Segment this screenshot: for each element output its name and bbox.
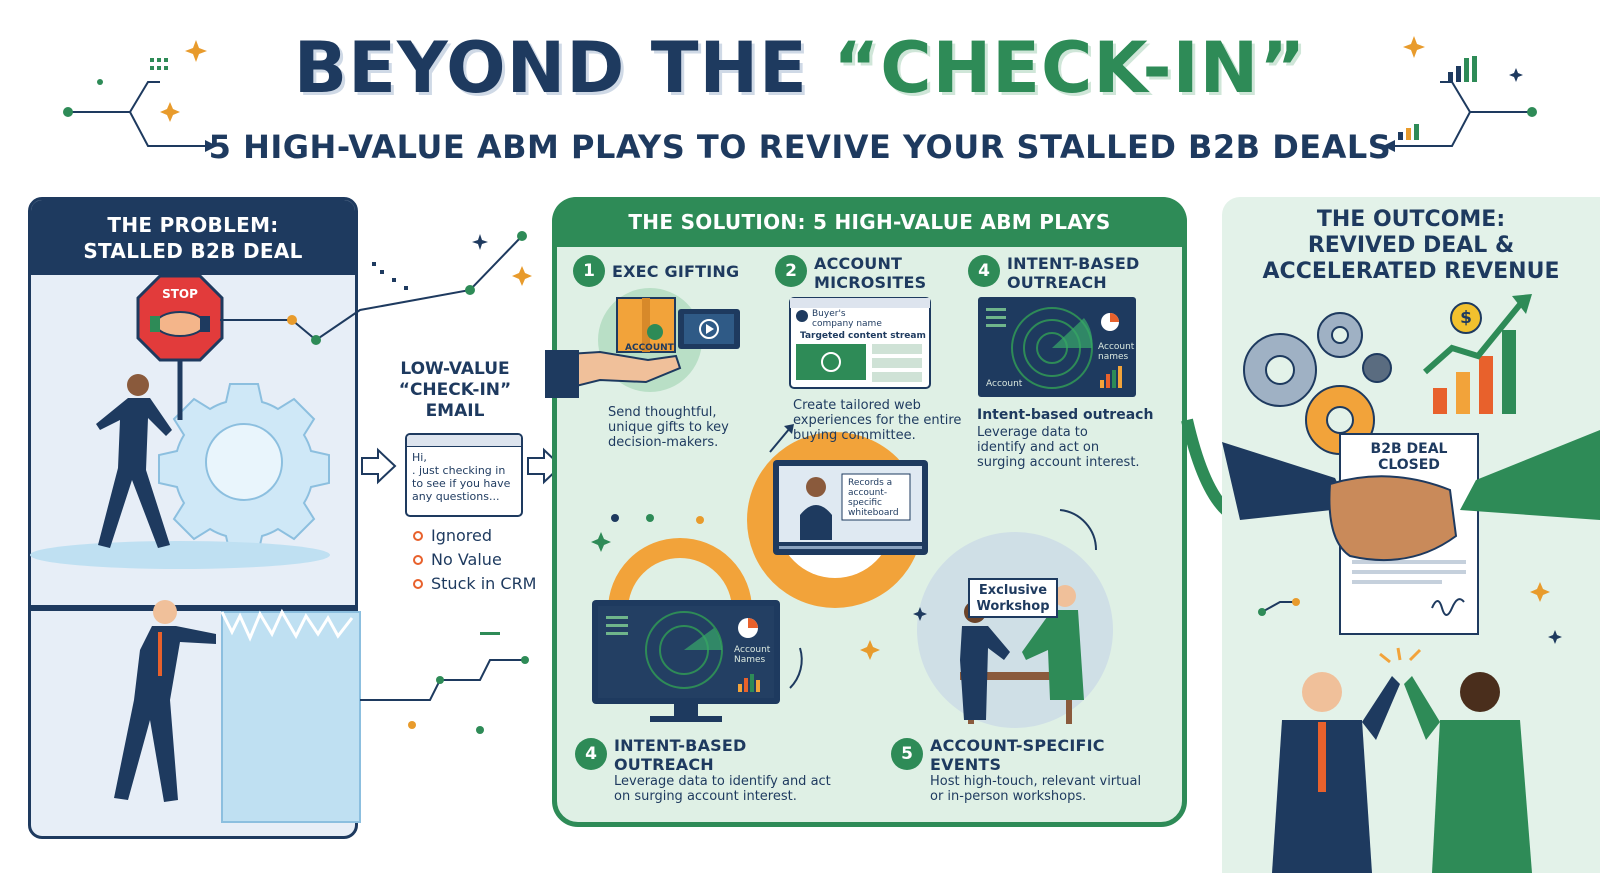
play-4-top-title-line1: INTENT-BASED	[1007, 254, 1140, 273]
bullet-icon	[413, 579, 423, 589]
email-window: Hi, . just checking in to see if you hav…	[405, 433, 523, 517]
play-4-bottom-desc-line1: Leverage data to identify and act	[614, 774, 831, 789]
email-heading-line1: LOW-VALUE	[400, 359, 510, 379]
play-4-top-desc-line1: Leverage data to	[977, 425, 1088, 440]
email-heading: LOW-VALUE “CHECK-IN” EMAIL	[380, 359, 530, 422]
email-results-list: Ignored No Value Stuck in CRM	[413, 526, 543, 598]
play-1-title: EXEC GIFTING	[612, 262, 740, 281]
radar-names-line2: names	[1098, 352, 1129, 362]
radar-names-line1: Account	[1098, 342, 1135, 352]
microsite-company-line2: company name	[812, 319, 882, 329]
outcome-header: THE OUTCOME: REVIVED DEAL & ACCELERATED …	[1222, 207, 1600, 285]
play-4-bottom-description: Leverage data to identify and act on sur…	[614, 774, 854, 804]
outcome-title-line2: REVIVED DEAL &	[1307, 233, 1515, 258]
play-2-title-line1: ACCOUNT	[814, 254, 903, 273]
play-2-desc-line3: buying committee.	[793, 428, 916, 443]
problem-divider	[31, 605, 355, 611]
bullet-icon	[413, 555, 423, 565]
monitor-names-line1: Account	[734, 645, 771, 655]
list-item: Stuck in CRM	[413, 574, 543, 594]
list-item: Ignored	[413, 526, 543, 546]
play-4-top-number: 4	[968, 255, 1000, 287]
play-4-top-title: INTENT-BASED OUTREACH	[1007, 254, 1140, 292]
gift-box-label: ACCOUNT	[625, 343, 674, 353]
radar-account-names-label: Account names	[1098, 342, 1134, 362]
play-5-title-line1: ACCOUNT-SPECIFIC	[930, 736, 1105, 755]
outcome-title-line1: THE OUTCOME:	[1316, 207, 1506, 232]
problem-header: THE PROBLEM: STALLED B2B DEAL	[31, 200, 355, 275]
page-title: BEYOND THE “CHECK-IN”	[0, 28, 1600, 108]
play-1-desc-line2: unique gifts to key	[608, 420, 729, 435]
play-5-desc-line1: Host high-touch, relevant virtual	[930, 774, 1142, 789]
play-1-description: Send thoughtful, unique gifts to key dec…	[608, 405, 768, 450]
result-label: Stuck in CRM	[431, 574, 537, 593]
monitor-names-line2: Names	[734, 655, 766, 665]
play-5-description: Host high-touch, relevant virtual or in-…	[930, 774, 1160, 804]
workshop-sign: Exclusive Workshop	[968, 578, 1058, 618]
play-2-desc-line1: Create tailored web	[793, 398, 921, 413]
play-2-description: Create tailored web experiences for the …	[793, 398, 968, 443]
play-2-desc-line2: experiences for the entire	[793, 413, 962, 428]
solution-header: THE SOLUTION: 5 HIGH-VALUE ABM PLAYS	[552, 197, 1187, 247]
play-4-bottom-title-line2: OUTREACH	[614, 755, 714, 774]
title-part-1: BEYOND THE	[293, 27, 834, 109]
play-4-top-title-line2: OUTREACH	[1007, 273, 1107, 292]
workshop-sign-line2: Workshop	[976, 599, 1050, 614]
monitor-account-names-label: Account Names	[734, 645, 771, 665]
microsite-company-line1: Buyer's	[812, 309, 846, 319]
play-1-desc-line1: Send thoughtful,	[608, 405, 717, 420]
play-5-title: ACCOUNT-SPECIFIC EVENTS	[930, 736, 1105, 774]
play-4-bottom-number: 4	[575, 738, 607, 770]
play-1-number: 1	[573, 255, 605, 287]
microsite-stream-label: Targeted content stream	[800, 331, 926, 341]
whiteboard-note-line1: Records a	[848, 478, 893, 488]
play-2-title-line2: MICROSITES	[814, 273, 927, 292]
play-4-top-subtitle: Intent-based outreach	[977, 407, 1154, 423]
play-4-top-description: Leverage data to identify and act on sur…	[977, 425, 1157, 470]
title-part-2: “CHECK-IN”	[833, 27, 1307, 109]
play-4-top-desc-line3: surging account interest.	[977, 455, 1140, 470]
problem-title-line1: THE PROBLEM:	[107, 213, 279, 237]
play-5-number: 5	[891, 738, 923, 770]
list-item: No Value	[413, 550, 543, 570]
email-window-titlebar	[407, 435, 521, 447]
whiteboard-note: Records a account-specific whiteboard	[848, 478, 908, 518]
outcome-panel: THE OUTCOME: REVIVED DEAL & ACCELERATED …	[1222, 197, 1600, 873]
deal-closed-label: B2B DEAL CLOSED	[1370, 441, 1448, 473]
email-heading-line3: EMAIL	[425, 401, 485, 421]
email-heading-line2: “CHECK-IN”	[398, 380, 512, 400]
play-5-title-line2: EVENTS	[930, 755, 1002, 774]
dollar-symbol: $	[1460, 308, 1472, 328]
email-body-line2: . just checking in	[412, 464, 506, 477]
play-1-desc-line3: decision-makers.	[608, 435, 719, 450]
play-4-bottom-title: INTENT-BASED OUTREACH	[614, 736, 747, 774]
play-2-title: ACCOUNT MICROSITES	[814, 254, 926, 292]
microsite-company-label: Buyer's company name	[812, 309, 882, 329]
play-4-top-desc-line2: identify and act on	[977, 440, 1100, 455]
page-subtitle: 5 HIGH-VALUE ABM PLAYS TO REVIVE YOUR ST…	[208, 128, 1392, 166]
play-4-bottom-title-line1: INTENT-BASED	[614, 736, 747, 755]
email-body-line4: any questions...	[412, 490, 500, 503]
radar-account-label: Account	[986, 379, 1023, 389]
whiteboard-note-line2: account-specific	[848, 488, 888, 508]
problem-title-line2: STALLED B2B DEAL	[83, 239, 303, 263]
email-body: Hi, . just checking in to see if you hav…	[407, 447, 521, 507]
result-label: No Value	[431, 550, 502, 569]
play-5-desc-line2: or in-person workshops.	[930, 789, 1087, 804]
play-4-bottom-desc-line2: on surging account interest.	[614, 789, 797, 804]
outcome-title-line3: ACCELERATED REVENUE	[1262, 259, 1560, 284]
email-body-line3: to see if you have	[412, 477, 511, 490]
workshop-sign-line1: Exclusive	[978, 583, 1048, 598]
email-body-line1: Hi,	[412, 451, 427, 464]
whiteboard-note-line3: whiteboard	[848, 508, 899, 518]
stop-sign-label: STOP	[162, 287, 198, 301]
bullet-icon	[413, 531, 423, 541]
result-label: Ignored	[431, 526, 493, 545]
play-2-number: 2	[775, 255, 807, 287]
